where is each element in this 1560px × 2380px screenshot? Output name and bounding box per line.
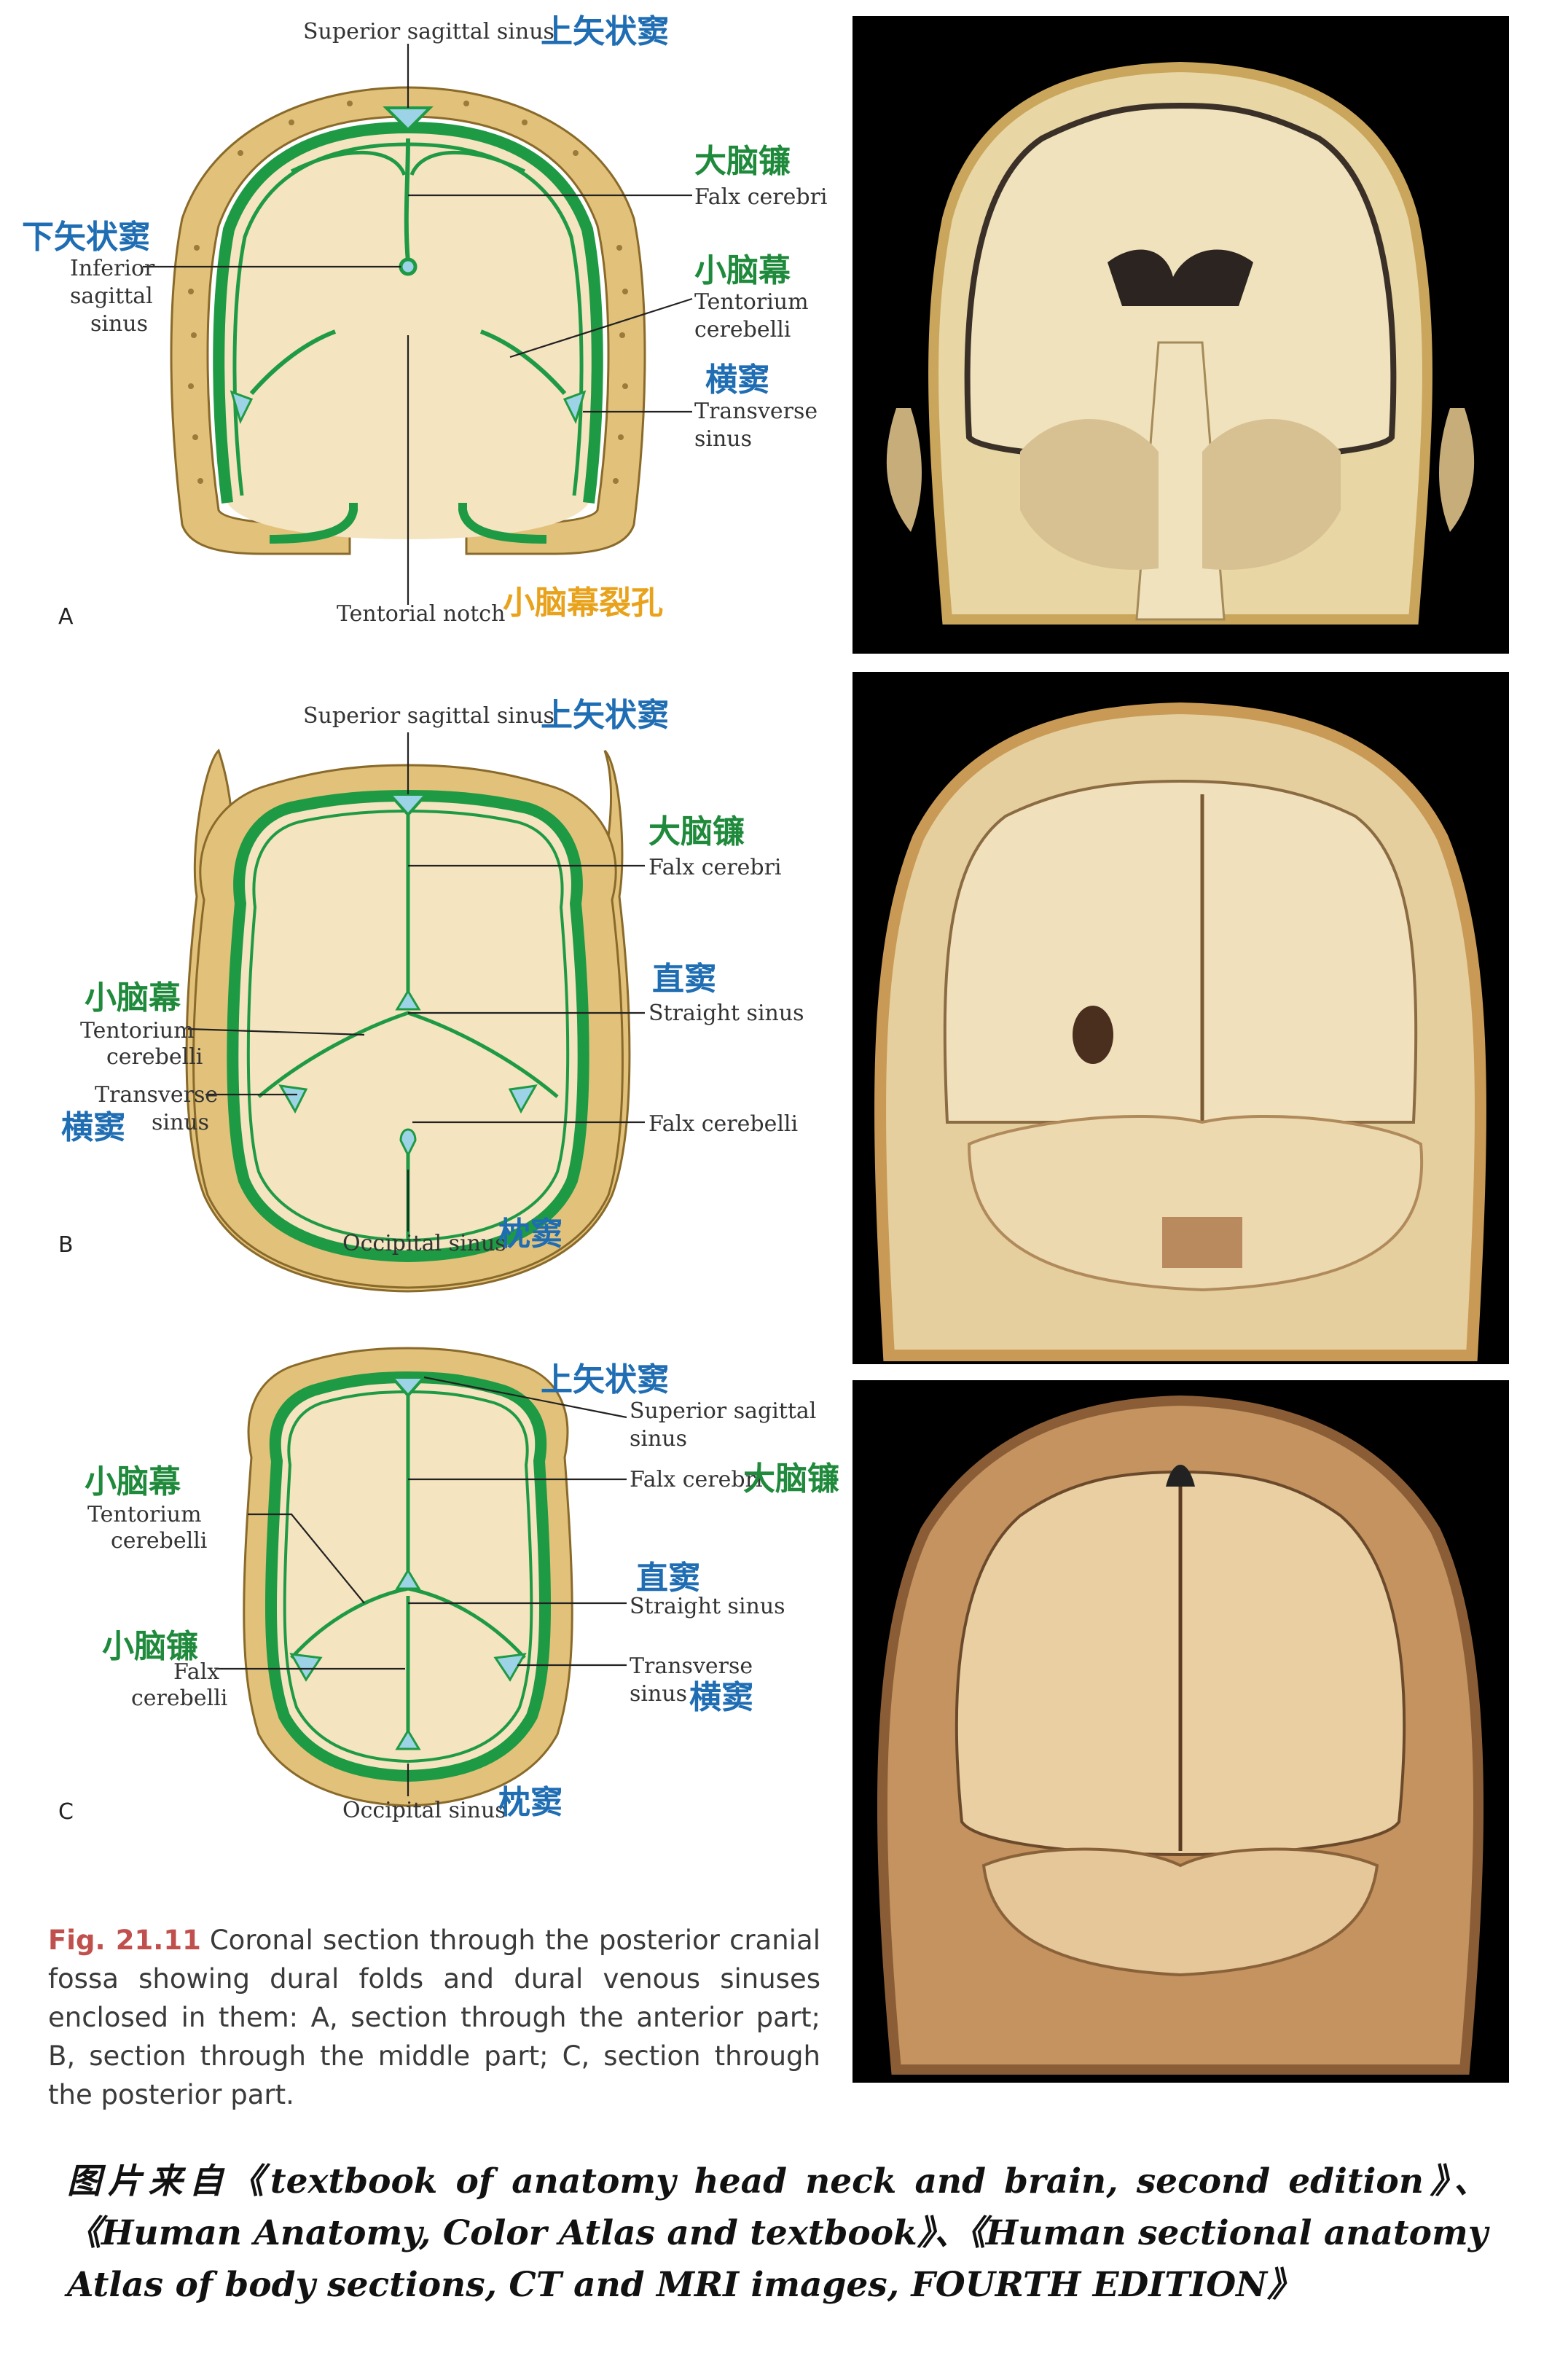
falx-curve-right-a — [409, 150, 526, 176]
photo-c — [852, 1380, 1509, 2083]
label-transverse-en-2-b: sinus — [152, 1110, 209, 1135]
label-tentorium-zh-b: 小脑幕 — [85, 979, 181, 1017]
label-inferior-sagittal-en-3-a: sinus — [90, 311, 148, 337]
transverse-sinus-right-a — [563, 390, 587, 425]
occipital-sinus-c — [395, 1729, 421, 1750]
label-superior-sagittal-en-b: Superior sagittal sinus — [303, 703, 554, 729]
label-straight-zh-b: 直窦 — [652, 960, 716, 998]
occipital-sinus-b — [399, 1128, 417, 1158]
dura-inner-c — [283, 1390, 533, 1764]
caption-fig-label: Fig. 21.11 — [48, 1925, 201, 1956]
dura-lower-left-a — [269, 503, 358, 544]
label-transverse-zh-a: 横窦 — [705, 361, 769, 399]
label-inferior-sagittal-en-2-a: sagittal — [70, 283, 153, 309]
photo-a — [852, 16, 1509, 654]
label-falx-cerebri-en-a: Falx cerebri — [694, 184, 828, 210]
label-transverse-en-1-c: Transverse — [630, 1653, 753, 1679]
label-superior-sagittal-en-a: Superior sagittal sinus — [303, 19, 554, 44]
label-superior-sagittal-zh-b: 上矢状窦 — [541, 697, 669, 734]
label-transverse-en-1-b: Transverse — [95, 1082, 218, 1108]
label-notch-zh-a: 小脑幕裂孔 — [503, 584, 663, 622]
label-falx-cerebri-zh-c: 大脑镰 — [743, 1460, 839, 1498]
inferior-sagittal-sinus-a — [399, 257, 418, 276]
label-inferior-sagittal-zh-a: 下矢状窦 — [22, 219, 150, 256]
falx-curve-left-a — [290, 150, 407, 176]
label-superior-sagittal-zh-a: 上矢状窦 — [541, 13, 669, 50]
label-occipital-en-b: Occipital sinus — [342, 1231, 506, 1256]
brain-cavity-b — [227, 789, 589, 1263]
label-tentorium-en-2-c: cerebelli — [111, 1528, 207, 1554]
label-tentorium-zh-c: 小脑幕 — [85, 1463, 181, 1500]
label-falx-cerebelli-zh-c: 小脑镰 — [102, 1628, 198, 1665]
label-falx-cerebelli-en-2-c: cerebelli — [131, 1686, 227, 1711]
label-falx-cerebelli-en-1-c: Falx — [173, 1659, 219, 1685]
label-transverse-en-2-c: sinus — [630, 1681, 687, 1707]
label-superior-sagittal-en-1-c: Superior sagittal — [630, 1398, 816, 1424]
panel-letter-b: B — [58, 1232, 74, 1258]
label-tentorium-en-1-a: Tentorium — [694, 289, 809, 315]
label-falx-cerebelli-en-b: Falx cerebelli — [648, 1111, 798, 1137]
label-tentorium-zh-a: 小脑幕 — [694, 252, 791, 289]
label-occipital-en-c: Occipital sinus — [342, 1798, 506, 1823]
diagram-b — [185, 732, 645, 1293]
superior-sagittal-sinus-c — [388, 1376, 428, 1398]
label-falx-cerebri-zh-a: 大脑镰 — [694, 143, 791, 180]
skull-bone-a — [170, 86, 646, 555]
diagram-a — [143, 44, 693, 605]
label-straight-en-b: Straight sinus — [648, 1001, 804, 1026]
panel-letter-c: C — [58, 1799, 74, 1825]
dura-inner-b — [246, 809, 570, 1242]
tentorium-right-a — [479, 329, 567, 395]
label-tentorium-en-2-a: cerebelli — [694, 317, 791, 342]
label-tentorium-en-1-b: Tentorium — [80, 1018, 195, 1044]
label-occipital-zh-c: 枕窦 — [498, 1784, 563, 1821]
panel-letter-a: A — [58, 604, 74, 630]
straight-sinus-b — [395, 989, 421, 1011]
diagram-c — [216, 1347, 627, 1807]
label-inferior-sagittal-en-1-a: Inferior — [70, 256, 155, 281]
label-occipital-zh-b: 枕窦 — [498, 1216, 563, 1253]
label-superior-sagittal-zh-c: 上矢状窦 — [541, 1361, 669, 1398]
label-tentorium-en-2-b: cerebelli — [106, 1044, 203, 1070]
bone-texture-a — [188, 101, 628, 484]
straight-sinus-c — [395, 1568, 421, 1590]
transverse-sinus-right-b — [508, 1084, 538, 1114]
source-credit: 图片来自《textbook of anatomy head neck and b… — [67, 2161, 1488, 2305]
label-tentorium-en-1-c: Tentorium — [87, 1502, 202, 1527]
falx-cerebri-a — [404, 138, 410, 263]
label-notch-en-a: Tentorial notch — [337, 601, 505, 627]
caption-text: Coronal section through the posterior cr… — [48, 1925, 820, 2110]
label-transverse-zh-c: 横窦 — [689, 1679, 753, 1716]
label-transverse-zh-b: 横窦 — [61, 1109, 125, 1146]
photo-b — [852, 672, 1509, 1364]
label-transverse-en-2-a: sinus — [694, 426, 752, 452]
label-falx-cerebri-en-c: Falx cerebri — [630, 1467, 763, 1492]
brain-cavity-a — [219, 128, 597, 539]
transverse-sinus-right-c — [493, 1653, 527, 1682]
tentorium-left-a — [249, 329, 337, 395]
label-falx-cerebri-en-b: Falx cerebri — [648, 855, 782, 880]
transverse-sinus-left-b — [278, 1084, 308, 1114]
label-straight-zh-c: 直窦 — [636, 1559, 700, 1597]
dura-lower-right-a — [458, 503, 547, 544]
label-falx-cerebri-zh-b: 大脑镰 — [648, 813, 745, 850]
label-superior-sagittal-en-2-c: sinus — [630, 1426, 687, 1452]
label-straight-en-c: Straight sinus — [630, 1594, 785, 1619]
label-transverse-en-1-a: Transverse — [694, 399, 818, 424]
transverse-sinus-left-a — [230, 390, 254, 425]
